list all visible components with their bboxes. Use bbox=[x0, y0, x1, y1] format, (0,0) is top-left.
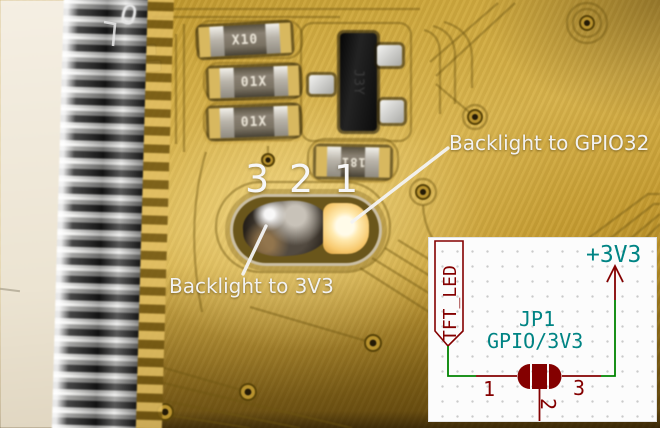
transistor-pad bbox=[377, 45, 402, 66]
net-label-flag bbox=[434, 240, 464, 348]
jumper-pad-1 bbox=[323, 203, 369, 254]
net-label-text: TFT_LED bbox=[440, 265, 461, 341]
pad-number-2: 2 bbox=[289, 157, 314, 201]
silkscreen-bracket bbox=[103, 20, 117, 47]
schematic-drawing: TFT_LED +3V3 JP1 GPIO/3V3 1 3 2 bbox=[434, 240, 641, 421]
transistor-pad bbox=[309, 75, 334, 94]
leader-line-gpio32 bbox=[350, 146, 450, 224]
transistor-body: J3Y bbox=[340, 33, 377, 131]
pin2-number: 2 bbox=[536, 398, 560, 410]
schematic-inset: TFT_LED +3V3 JP1 GPIO/3V3 1 3 2 bbox=[428, 237, 657, 422]
pad-number-3: 3 bbox=[245, 157, 270, 201]
wire-right bbox=[601, 300, 616, 377]
annotation-gpio32: Backlight to GPIO32 bbox=[449, 131, 650, 155]
pad-number-1: 1 bbox=[334, 157, 359, 201]
solder-jumper-symbol bbox=[517, 364, 562, 389]
leader-line-3v3 bbox=[241, 224, 268, 276]
value-label: GPIO/3V3 bbox=[487, 329, 583, 353]
wire-left bbox=[447, 346, 476, 377]
power-arrow-icon bbox=[606, 263, 624, 283]
pin3-number: 3 bbox=[573, 376, 585, 400]
annotation-3v3: Backlight to 3V3 bbox=[169, 274, 334, 298]
transistor-pad bbox=[380, 100, 404, 123]
leader-lines bbox=[241, 146, 450, 276]
power-net-label: +3V3 bbox=[586, 242, 641, 268]
pin1-number: 1 bbox=[483, 377, 495, 401]
reference-label: JP1 bbox=[519, 307, 555, 331]
